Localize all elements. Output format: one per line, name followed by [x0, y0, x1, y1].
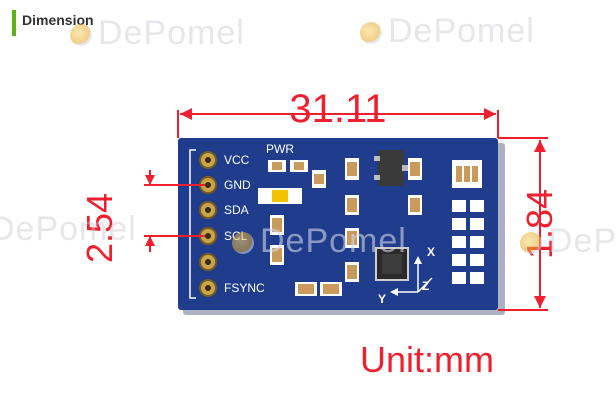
pin-pitch-dimension [144, 170, 205, 252]
width-value: 31.11 [289, 87, 386, 131]
z-axis-arrow [417, 277, 433, 293]
pin-label-vcc: VCC [224, 153, 250, 167]
axis-indicator: X Y Z [378, 245, 435, 306]
pwr-label: PWR [266, 142, 294, 156]
page-heading: Dimension [22, 12, 94, 28]
regulator-chip [378, 150, 404, 186]
pin-label-scl: SCL [224, 229, 248, 243]
width-dimension [177, 108, 499, 138]
heading-accent-bar [12, 10, 16, 36]
pin-label-gnd: GND [224, 178, 251, 192]
x-axis-label: X [427, 245, 435, 259]
height-dimension [498, 137, 548, 311]
z-axis-label: Z [422, 279, 429, 293]
pin-pitch-value: 2.54 [79, 193, 120, 263]
unit-label: Unit:mm [360, 339, 494, 380]
smd-components [268, 150, 484, 296]
height-value: 1.84 [519, 189, 560, 259]
pin-label-sda: SDA [224, 203, 249, 217]
pin-label-fsync: FSYNC [224, 281, 265, 295]
y-axis-label: Y [378, 292, 386, 306]
